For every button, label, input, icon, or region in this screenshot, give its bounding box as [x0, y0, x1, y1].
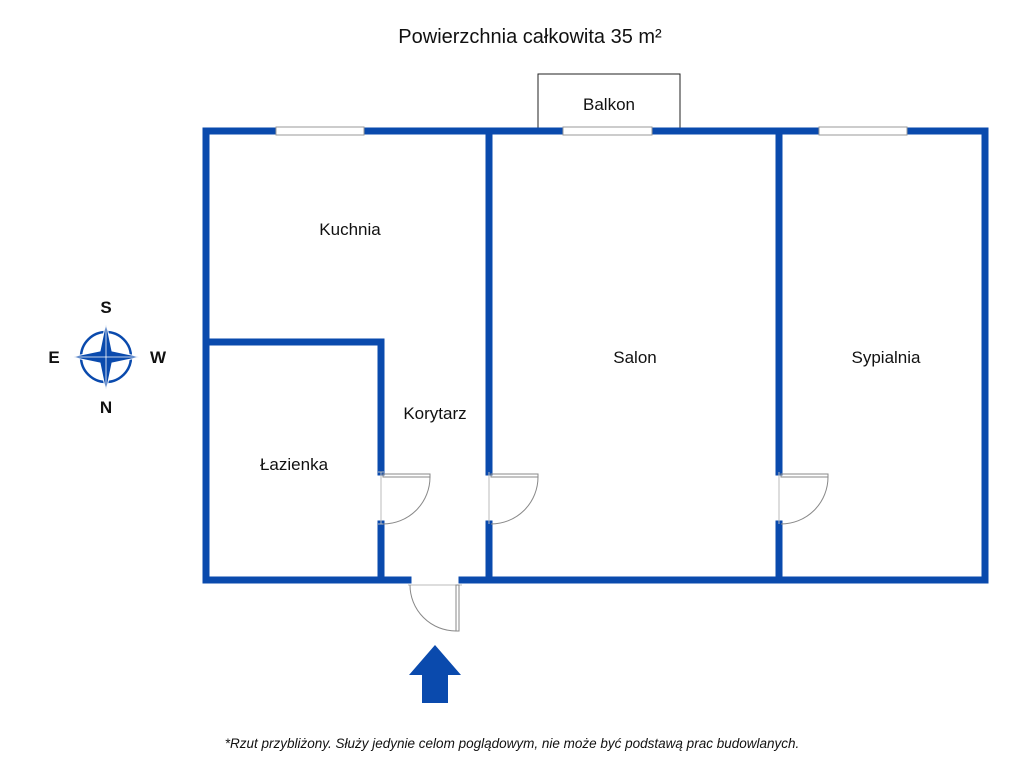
- room-label-sypialnia: Sypialnia: [852, 348, 922, 367]
- room-label-lazienka: Łazienka: [260, 455, 329, 474]
- compass-north: N: [100, 398, 112, 417]
- doors: [378, 471, 829, 632]
- balcony-outline: [537, 73, 681, 129]
- disclaimer-footnote: *Rzut przybliżony. Służy jedynie celom p…: [225, 736, 800, 751]
- compass-rose-icon: [70, 321, 142, 393]
- compass-west: W: [150, 348, 167, 367]
- room-label-korytarz: Korytarz: [403, 404, 466, 423]
- room-label-kuchnia: Kuchnia: [319, 220, 381, 239]
- compass-east: E: [48, 348, 59, 367]
- compass-south: S: [100, 298, 111, 317]
- room-label-salon: Salon: [613, 348, 656, 367]
- plan-title: Powierzchnia całkowita 35 m²: [398, 26, 662, 48]
- entrance-arrow-icon: [409, 645, 461, 703]
- windows: [275, 126, 908, 136]
- room-label-balkon: Balkon: [583, 95, 635, 114]
